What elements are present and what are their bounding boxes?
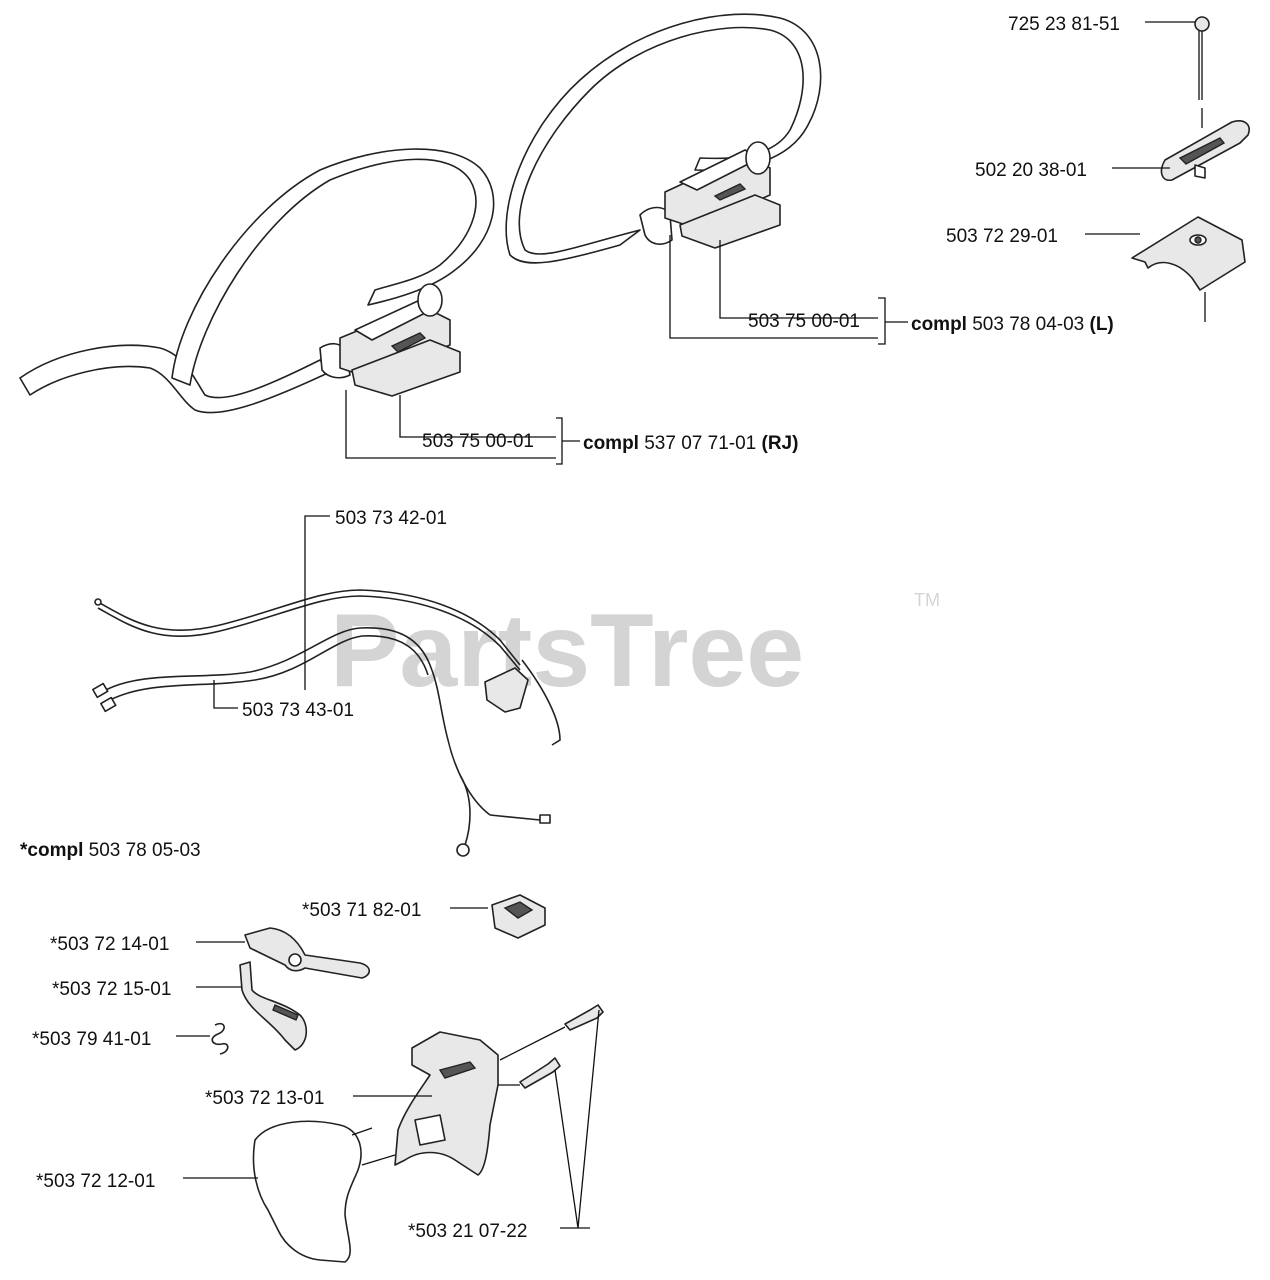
label-503794101: *503 79 41-01 <box>32 1029 151 1050</box>
spring-illustration <box>211 1022 229 1055</box>
bracket-l <box>878 297 886 345</box>
leader-l-1 <box>719 240 878 319</box>
leader-503734201 <box>304 515 330 690</box>
label-compl-wire: *compl 503 78 05-03 <box>20 840 201 861</box>
label-502203801: 502 20 38-01 <box>975 160 1087 181</box>
knob-illustration <box>1160 120 1250 182</box>
label-503734201: 503 73 42-01 <box>335 508 447 529</box>
rear-cover-illustration <box>252 1120 396 1263</box>
clamp-illustration <box>1131 216 1246 322</box>
watermark: PartsTree <box>330 593 804 709</box>
bolt-illustration <box>1194 16 1210 128</box>
label-compl-rj: compl 537 07 71-01 (RJ) <box>583 433 798 454</box>
lockout-illustration <box>239 961 308 1051</box>
wire-harness-illustration <box>92 589 561 857</box>
trigger-illustration <box>244 927 371 979</box>
label-503750001-rj: 503 75 00-01 <box>422 431 534 452</box>
label-503750001-l: 503 75 00-01 <box>748 311 860 332</box>
label-503734301: 503 73 43-01 <box>242 700 354 721</box>
switch-illustration <box>491 894 546 939</box>
label-503721301: *503 72 13-01 <box>205 1088 324 1109</box>
label-503721401: *503 72 14-01 <box>50 934 169 955</box>
label-725238151: 725 23 81-51 <box>1008 14 1120 35</box>
screws-illustration <box>498 1004 604 1089</box>
leader-l-2 <box>669 235 878 339</box>
label-503721501: *503 72 15-01 <box>52 979 171 1000</box>
label-503718201: *503 71 82-01 <box>302 900 421 921</box>
watermark-tm: TM <box>914 590 940 610</box>
handle-housing-illustration <box>394 1031 499 1176</box>
handle-rj-illustration <box>19 148 495 414</box>
label-compl-l: compl 503 78 04-03 (L) <box>911 314 1114 335</box>
bracket-rj <box>556 417 563 465</box>
leader-rj-1 <box>399 395 556 438</box>
label-503721201: *503 72 12-01 <box>36 1171 155 1192</box>
leader-rj-2 <box>345 390 556 459</box>
leader-503734301 <box>213 680 238 709</box>
leader-503210722 <box>554 1009 600 1229</box>
label-503210722: *503 21 07-22 <box>408 1221 527 1242</box>
handle-l-illustration <box>505 13 822 264</box>
label-503722901: 503 72 29-01 <box>946 226 1058 247</box>
